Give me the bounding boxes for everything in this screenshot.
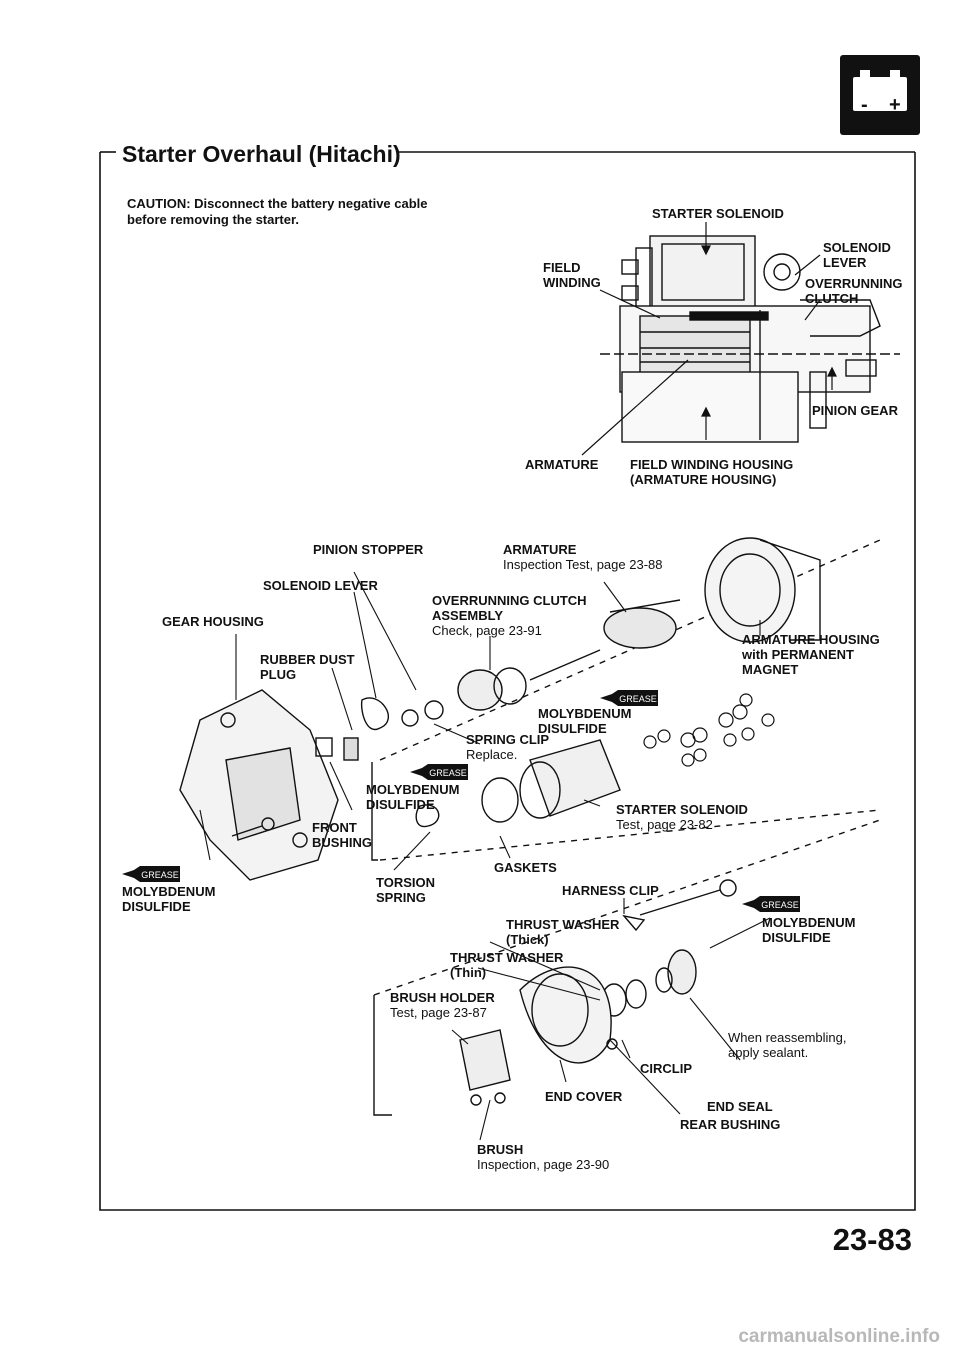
overrunning-clutch-note: Check, page 23-91 (432, 623, 542, 638)
grease-label: GREASE (141, 870, 179, 880)
label-rear-bushing: REAR BUSHING (680, 1117, 781, 1132)
starter-solenoid-title: STARTER SOLENOID (616, 802, 748, 817)
label-field-winding: FIELD WINDING (543, 260, 601, 290)
label-thrust-washer-thick: THRUST WASHER (Thick) (506, 917, 620, 947)
brush-holder-note: Test, page 23-87 (390, 1005, 487, 1020)
label-molybdenum-1: MOLYBDENUM DISULFIDE (538, 706, 632, 736)
label-molybdenum-4: MOLYBDENUM DISULFIDE (762, 915, 856, 945)
label-molybdenum-3: MOLYBDENUM DISULFIDE (122, 884, 216, 914)
grease-packs: GREASE GREASE GREASE GREASE (122, 690, 800, 912)
label-harness-clip: HARNESS CLIP (562, 883, 659, 898)
brush-holder-title: BRUSH HOLDER (390, 990, 495, 1005)
spring-clip-note: Replace. (466, 747, 518, 762)
label-torsion-spring: TORSION SPRING (376, 875, 435, 905)
label-end-cover: END COVER (545, 1089, 623, 1104)
assembled-starter-drawing (600, 235, 900, 443)
label-starter-solenoid-top: STARTER SOLENOID (652, 206, 784, 221)
label-armature-top: ARMATURE (525, 457, 599, 472)
label-thrust-washer-thin: THRUST WASHER (Thin) (450, 950, 564, 980)
label-gear-housing: GEAR HOUSING (162, 614, 264, 629)
armature-title: ARMATURE (503, 542, 577, 557)
brush-note: Inspection, page 23-90 (477, 1157, 610, 1172)
page-number: 23-83 (832, 1222, 912, 1257)
grease-label: GREASE (619, 694, 657, 704)
battery-icon: - + (840, 55, 920, 135)
label-solenoid-lever-top: SOLENOID LEVER (823, 240, 891, 270)
brush-title: BRUSH (477, 1142, 524, 1157)
label-pinion-stopper: PINION STOPPER (313, 542, 424, 557)
label-gaskets: GASKETS (494, 860, 557, 875)
exploded-view-drawing (179, 537, 881, 1116)
grease-label: GREASE (429, 768, 467, 778)
battery-minus: - (861, 94, 868, 116)
grease-label: GREASE (761, 900, 799, 910)
label-molybdenum-2: MOLYBDENUM DISULFIDE (366, 782, 460, 812)
label-rubber-dust-plug: RUBBER DUST PLUG (260, 652, 355, 682)
label-overrunning-clutch-top: OVERRUNNING CLUTCH (805, 276, 903, 306)
armature-note: Inspection Test, page 23-88 (503, 557, 663, 572)
spring-clip-title: SPRING CLIP (466, 732, 550, 747)
label-armature-housing: ARMATURE HOUSING with PERMANENT MAGNET (742, 632, 880, 677)
watermark: carmanualsonline.info (738, 1326, 940, 1347)
label-circlip: CIRCLIP (640, 1061, 692, 1076)
caution-note: CAUTION: Disconnect the battery negative… (127, 196, 428, 227)
label-field-winding-housing: FIELD WINDING HOUSING (ARMATURE HOUSING) (630, 457, 794, 487)
starter-solenoid-note: Test, page 23-82 (616, 817, 713, 832)
battery-plus: + (889, 94, 901, 116)
label-front-bushing: FRONT BUSHING (312, 820, 372, 850)
label-pinion-gear: PINION GEAR (812, 403, 898, 418)
page-title: Starter Overhaul (Hitachi) (122, 141, 401, 167)
overrunning-clutch-title: OVERRUNNING CLUTCH ASSEMBLY (432, 593, 587, 623)
label-solenoid-lever: SOLENOID LEVER (263, 578, 378, 593)
label-end-seal: END SEAL (707, 1099, 773, 1114)
label-sealant-note: When reassembling, apply sealant. (728, 1030, 847, 1060)
